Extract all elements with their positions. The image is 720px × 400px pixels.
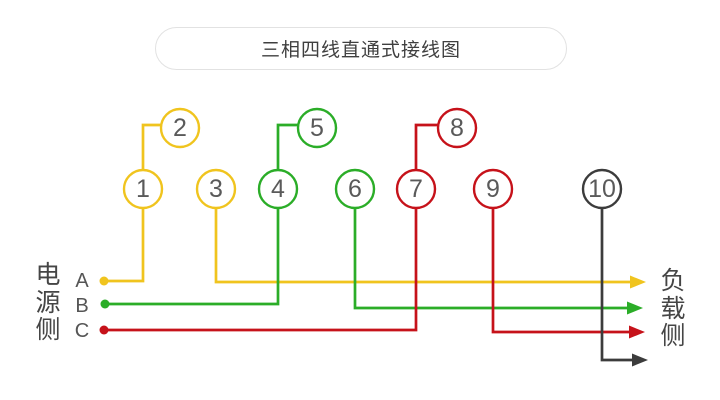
wire-c-load-arrowhead (629, 325, 645, 339)
wire-a-jumper (141, 123, 162, 170)
load-side-label: 负载侧 (660, 267, 686, 350)
phase-a-label: A (75, 270, 89, 292)
terminal-1-circle (122, 168, 164, 210)
terminal-4-number: 4 (271, 175, 285, 203)
source-dot-b (100, 299, 110, 309)
wire-b-jumper (276, 123, 299, 170)
terminal-2-number: 2 (173, 114, 187, 142)
terminal-1-number: 1 (136, 175, 150, 203)
wire-c-jumper (414, 123, 439, 170)
wire-a-load-arrowhead (630, 275, 646, 289)
terminal-2-circle (159, 107, 201, 149)
terminal-9-circle (472, 168, 514, 210)
wire-b-load-arrowhead (627, 301, 643, 315)
terminal-4-circle (257, 168, 299, 210)
terminal-6-circle (334, 168, 376, 210)
terminal-10-circle (581, 168, 623, 210)
terminal-3-circle (195, 168, 237, 210)
terminal-6-number: 6 (348, 175, 362, 203)
source-side-label: 电源侧 (35, 261, 61, 344)
wire-neutral-arrowhead (632, 353, 648, 367)
terminal-7-circle (395, 168, 437, 210)
wire-a-source (104, 208, 145, 283)
source-dot-c (99, 325, 109, 335)
terminal-3-number: 3 (209, 175, 223, 203)
terminal-8-circle (436, 107, 478, 149)
phase-c-label: C (74, 320, 90, 342)
terminal-5-circle (296, 107, 338, 149)
terminal-9-number: 9 (486, 175, 500, 203)
terminal-5-number: 5 (310, 114, 324, 142)
wire-c-source (104, 208, 418, 332)
terminal-7-number: 7 (409, 175, 423, 203)
terminal-10-number: 10 (588, 175, 616, 203)
phase-b-label: B (75, 295, 89, 317)
wire-c-load (491, 208, 631, 334)
source-dot-a (99, 276, 109, 286)
wire-neutral (600, 208, 634, 362)
wire-b-load (353, 208, 629, 310)
terminal-8-number: 8 (450, 114, 464, 142)
wire-b-source (105, 208, 280, 306)
diagram-title: 三相四线直通式接线图 (155, 27, 567, 70)
